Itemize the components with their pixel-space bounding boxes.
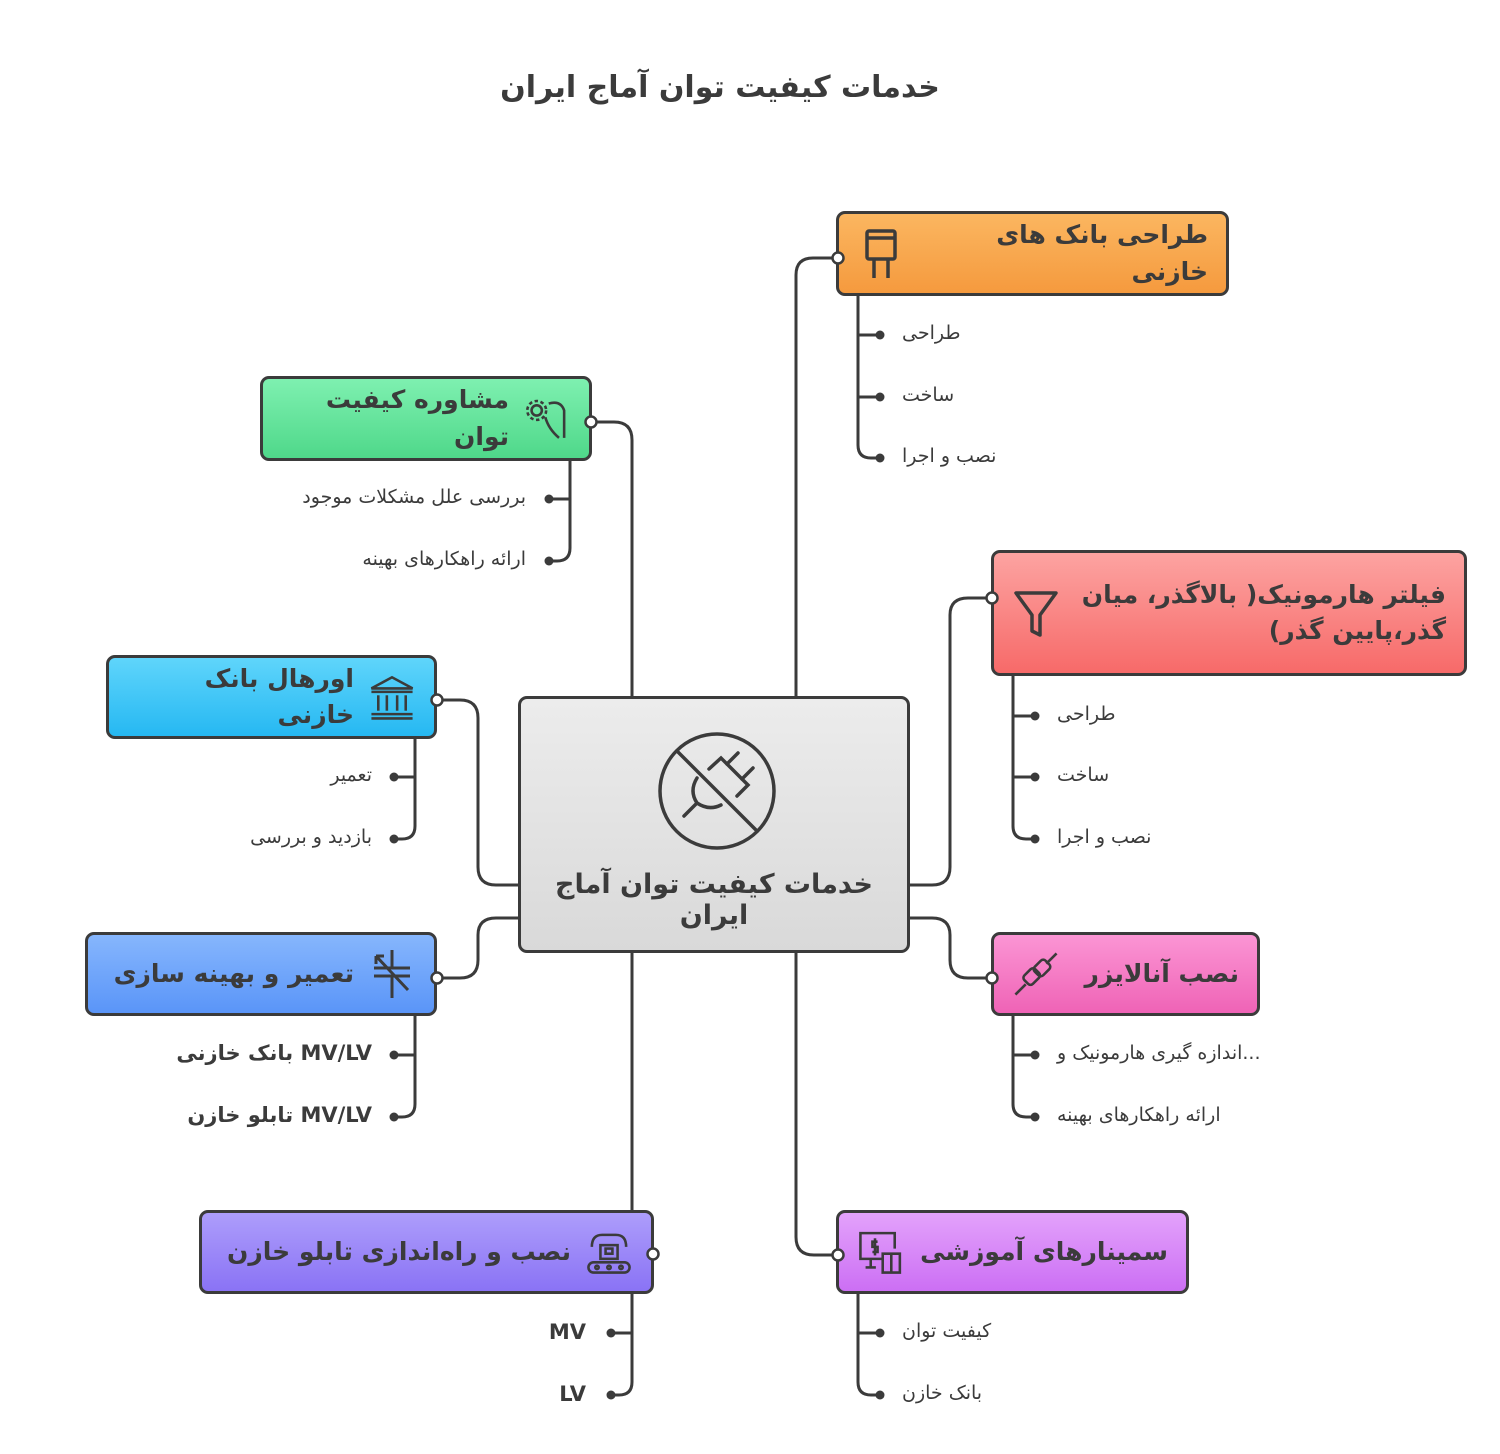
branch-label-line1: فیلتر هارمونیک( بالاگذر، میان [1081,579,1446,609]
central-topic-label: خدمات کیفیت توان آماج ایران [555,869,873,931]
branch-label: اورهال بانک خازنی [204,663,354,729]
branch-label: طراحی بانک های خازنی [996,220,1208,286]
leaf-item: ...اندازه گیری هارمونیک و [1057,1042,1261,1064]
screen-book-icon [859,1231,902,1274]
branch-harmonic-filter[interactable]: فیلتر هارمونیک( بالاگذر، میان گذر،پایین … [991,550,1467,676]
variable-capacitor-icon [374,950,410,998]
hand-gear-icon [526,399,566,439]
branch-pq-consulting[interactable]: مشاوره کیفیت توان [260,376,592,461]
conveyor-robot-icon [587,1233,631,1274]
leaf-item: نصب و اجرا [902,445,997,467]
branch-analyzer-install[interactable]: نصب آنالایزر [991,932,1260,1016]
branch-label: نصب و راه‌اندازی تابلو خازن [226,1236,571,1266]
leaf-item: طراحی [1057,703,1116,725]
branch-capacitor-design[interactable]: طراحی بانک های خازنی [836,211,1229,296]
bank-building-icon [370,675,414,720]
plug-connector-icon [1014,952,1058,996]
leaf-item: بررسی علل مشکلات موجود [302,486,526,508]
leaf-item: نصب و اجرا [1057,826,1152,848]
branch-label: مشاوره کیفیت توان [325,385,509,451]
branch-label: تعمیر و بهینه سازی [113,958,354,988]
leaf-item: MV/LV بانک خازنی [176,1041,372,1065]
leaf-item: ارائه راهکارهای بهینه [362,548,526,570]
capacitor-icon [865,228,897,278]
leaf-item: MV [548,1320,586,1344]
leaf-item: طراحی [902,322,961,344]
branch-label: فیلتر هارمونیک( بالاگذر، میان گذر،پایین … [1074,577,1446,650]
central-topic[interactable]: خدمات کیفیت توان آماج ایران [518,696,910,953]
branch-capacitor-overhaul[interactable]: اورهال بانک خازنی [106,655,437,739]
branch-seminars[interactable]: سمینارهای آموزشی [836,1210,1189,1294]
leaf-item: ساخت [1057,764,1110,786]
branch-label: نصب آنالایزر [1084,958,1239,988]
leaf-item: ارائه راهکارهای بهینه [1057,1104,1221,1126]
funnel-icon [1014,591,1058,637]
leaf-item: MV/LV تابلو خازن [187,1103,372,1127]
leaf-item: بازدید و بررسی [250,826,372,848]
leaf-item: بانک خازن [902,1382,983,1404]
branch-label-line2: گذر،پایین گذر) [1268,616,1446,645]
branch-repair-optimize[interactable]: تعمیر و بهینه سازی [85,932,437,1016]
diagram-title: خدمات کیفیت توان آماج ایران [500,70,940,105]
branch-label: سمینارهای آموزشی [920,1236,1168,1266]
leaf-item: ساخت [902,384,955,406]
no-plug-icon [658,732,776,850]
leaf-item: LV [559,1382,586,1406]
leaf-item: کیفیت توان [902,1320,992,1342]
leaf-item: تعمیر [330,764,372,786]
branch-panel-install[interactable]: نصب و راه‌اندازی تابلو خازن [199,1210,654,1294]
